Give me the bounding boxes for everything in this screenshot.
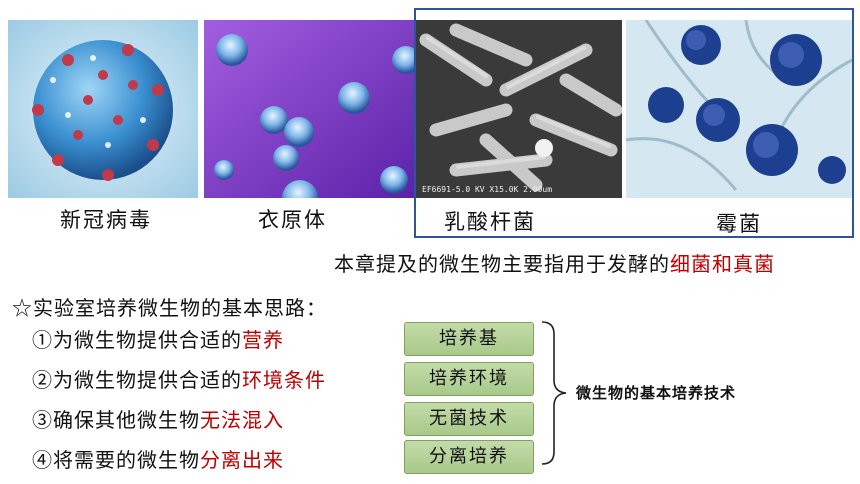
coronavirus-caption: 新冠病毒	[60, 208, 152, 232]
technique-box-isolation: 分离培养	[404, 440, 534, 474]
step-prefix: ②为微生物提供合适的	[32, 368, 242, 392]
bacteria-fungi-frame	[414, 8, 854, 238]
technique-box-medium: 培养基	[404, 322, 534, 356]
step-item: ④将需要的微生物分离出来	[32, 444, 284, 473]
coronavirus-image	[8, 20, 198, 198]
step-highlight: 营养	[242, 328, 284, 352]
curly-brace-icon	[541, 321, 567, 465]
technique-box-aseptic: 无菌技术	[404, 402, 534, 436]
step-item: ③确保其他微生物无法混入	[32, 404, 284, 433]
step-item: ①为微生物提供合适的营养	[32, 324, 284, 353]
mold-image	[626, 20, 852, 198]
step-prefix: ③确保其他微生物	[32, 408, 200, 432]
step-item: ②为微生物提供合适的环境条件	[32, 364, 326, 393]
chapter-scope-note: 本章提及的微生物主要指用于发酵的细菌和真菌	[334, 248, 775, 277]
step-highlight: 环境条件	[242, 368, 326, 392]
mold-caption: 霉菌	[716, 212, 762, 236]
technique-box-environment: 培养环境	[404, 362, 534, 396]
chapter-scope-highlight: 细菌和真菌	[670, 252, 775, 276]
step-highlight: 分离出来	[200, 448, 284, 472]
chapter-scope-prefix: 本章提及的微生物主要指用于发酵的	[334, 252, 670, 276]
lactobacillus-caption: 乳酸杆菌	[444, 210, 536, 234]
step-highlight: 无法混入	[200, 408, 284, 432]
step-prefix: ④将需要的微生物	[32, 448, 200, 472]
section-heading: ☆实验室培养微生物的基本思路：	[12, 296, 327, 320]
lactobacillus-image: EF6691-5.0 KV X15.0K 2.00um	[416, 20, 622, 198]
summary-label: 微生物的基本培养技术	[576, 384, 737, 402]
chlamydia-caption: 衣原体	[258, 208, 327, 232]
step-prefix: ①为微生物提供合适的	[32, 328, 242, 352]
chlamydia-image	[204, 20, 414, 198]
svg-text:EF6691-5.0 KV X15.0K 2.00um: EF6691-5.0 KV X15.0K 2.00um	[422, 185, 552, 194]
